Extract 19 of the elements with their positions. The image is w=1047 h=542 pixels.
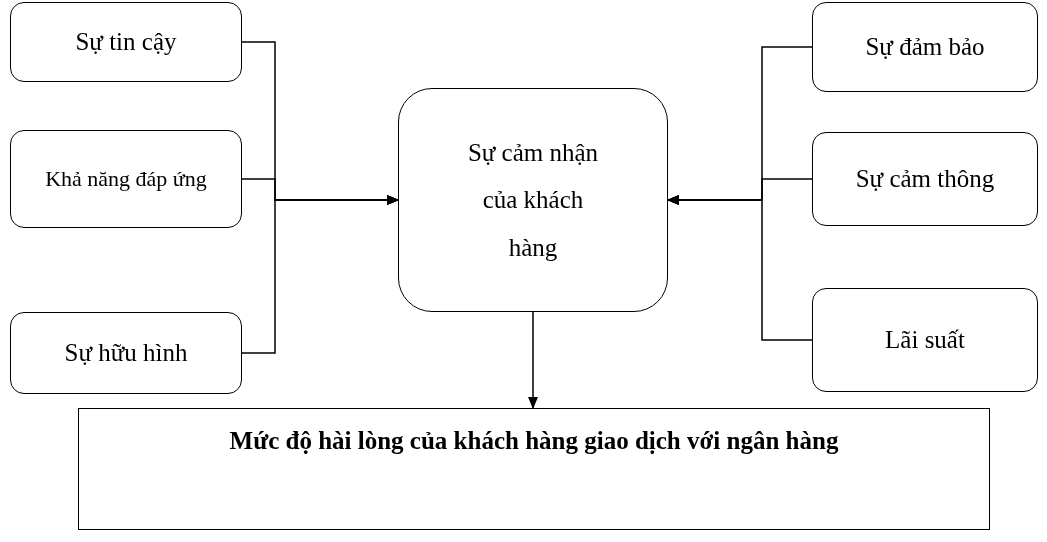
node-label: Lãi suất [885,326,965,354]
arrow [528,311,538,409]
node-label: Sự cảm nhận của khách hàng [466,137,600,263]
node-label: Sự cảm thông [855,165,995,193]
arrow [667,195,813,341]
factor-box [10,312,242,394]
factor-box [812,288,1038,392]
arrow [241,195,399,354]
central-box [398,88,668,312]
node-label: Sự đảm bảo [865,33,985,61]
factor-box [10,130,242,228]
factor-box [10,2,242,82]
factor-box [812,132,1038,226]
result-box [78,408,990,530]
node-label: Mức độ hài lòng của khách hàng giao dịch với ngân hàng [229,427,839,455]
node-label: Sự tin cậy [75,28,177,56]
node-label: Khả năng đáp ứng [45,166,207,192]
node-label: Sự hữu hình [64,339,188,367]
factor-box [812,2,1038,92]
